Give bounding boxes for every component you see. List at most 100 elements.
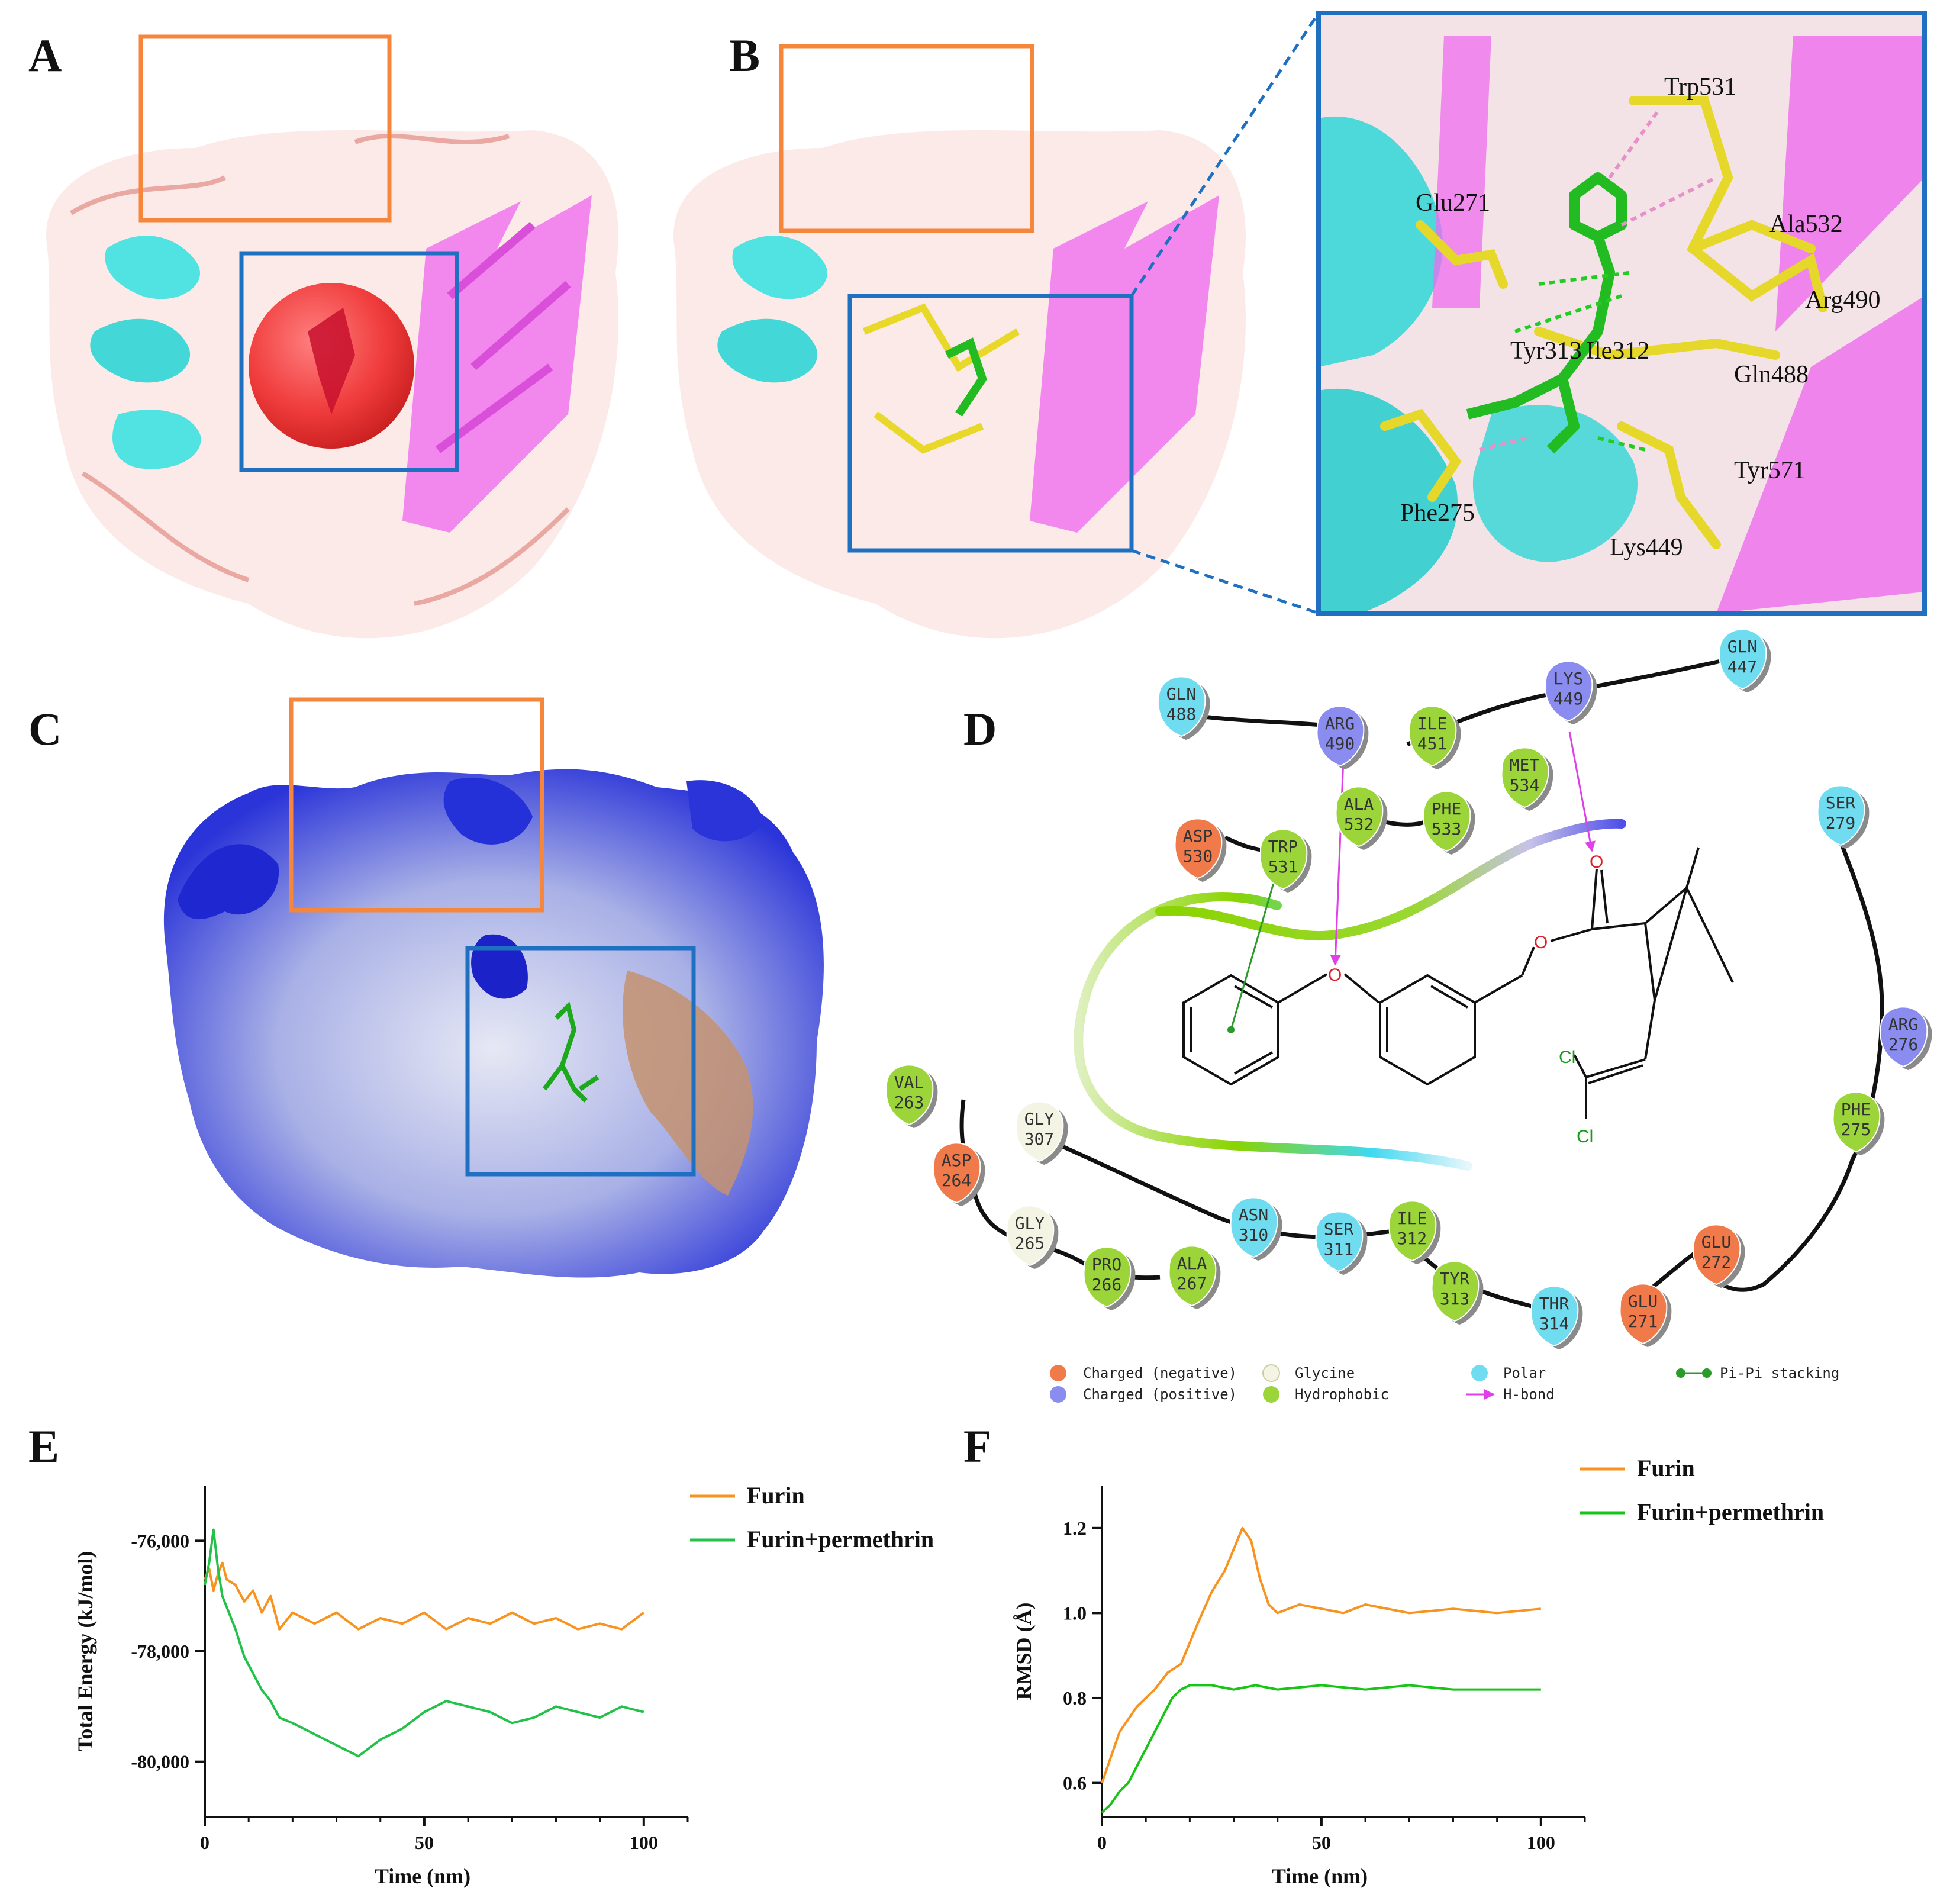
legend-charged-negative: Charged (negative)	[1083, 1365, 1237, 1381]
panel-d: D O O	[885, 629, 1932, 1403]
residue-number: 279	[1826, 813, 1856, 833]
residue-code: PHE	[1841, 1100, 1871, 1119]
panel-label-c: C	[28, 703, 62, 755]
residue-number: 449	[1553, 689, 1584, 708]
residue-number: 533	[1432, 819, 1462, 839]
residue-label-glu271: Glu271	[1416, 189, 1490, 217]
legend-charged-positive: Charged (positive)	[1083, 1386, 1237, 1403]
residue-code: GLU	[1701, 1232, 1732, 1252]
residue-label-phe275: Phe275	[1400, 500, 1475, 527]
x-tick-label: 0	[1097, 1832, 1107, 1853]
atom-cl-1: Cl	[1559, 1048, 1575, 1067]
residue-code: TRP	[1268, 837, 1298, 856]
y-axis-title: Total Energy (kJ/mol)	[73, 1551, 97, 1752]
residue-number: 271	[1628, 1312, 1658, 1331]
pocket-ribbon-upper	[1155, 819, 1626, 941]
residue-number: 311	[1324, 1239, 1354, 1259]
zoom-connector-top	[1130, 12, 1320, 297]
residue-label-tyr571: Tyr571	[1734, 457, 1806, 484]
orange-box-b	[779, 44, 1034, 233]
residue-number: 310	[1239, 1225, 1269, 1245]
x-axis-title: Time (nm)	[375, 1864, 470, 1888]
y-axis-title: RMSD (Å)	[1012, 1603, 1036, 1700]
panel-label-f: F	[963, 1420, 992, 1472]
pi-pi-contact	[1230, 874, 1277, 1030]
residue-code: ILE	[1417, 714, 1448, 733]
residue-number: 267	[1177, 1274, 1207, 1293]
interaction-legend: Charged (negative) Charged (positive) Gl…	[1050, 1364, 1839, 1403]
residue-number: 266	[1092, 1275, 1122, 1294]
residue-number: 488	[1166, 704, 1197, 724]
residue-code: ALA	[1177, 1254, 1207, 1273]
residue-number: 530	[1183, 846, 1213, 866]
panel-label-e: E	[28, 1420, 59, 1472]
panel-label-d: D	[963, 703, 997, 755]
protein-cartoon-b	[673, 130, 1246, 639]
atom-o-ester: O	[1534, 933, 1548, 952]
pocket-ribbon-lower	[1074, 892, 1472, 1171]
legend-hydrophobic: Hydrophobic	[1295, 1386, 1389, 1403]
residue-label-ile312: Ile312	[1586, 337, 1649, 365]
residue-number: 265	[1015, 1233, 1045, 1253]
residue-code: GLY	[1024, 1109, 1055, 1129]
residue-label-tyr313: Tyr313	[1510, 337, 1582, 365]
residue-code: VAL	[894, 1072, 924, 1092]
residue-code: GLN	[1727, 637, 1758, 656]
zoom-connector-bottom	[1131, 549, 1319, 615]
residue-number: 451	[1417, 734, 1448, 753]
legend-label: Furin	[1637, 1455, 1695, 1481]
residue-number: 312	[1397, 1229, 1427, 1248]
residue-code: ILE	[1397, 1209, 1427, 1228]
residue-code: SER	[1324, 1219, 1354, 1239]
atom-o-carbonyl: O	[1590, 852, 1603, 872]
residue-label-arg490: Arg490	[1805, 286, 1881, 314]
residue-code: ASP	[1183, 826, 1213, 846]
residue-number: 264	[942, 1171, 972, 1190]
residue-code: ARG	[1888, 1014, 1919, 1034]
atom-cl-2: Cl	[1577, 1127, 1593, 1146]
residue-code: PRO	[1092, 1255, 1122, 1274]
residue-number: 307	[1024, 1129, 1055, 1149]
legend-label: Furin+permethrin	[1637, 1499, 1824, 1525]
x-tick-label: 0	[200, 1832, 209, 1853]
x-tick-label: 50	[415, 1832, 434, 1853]
residue-code: ASP	[942, 1151, 972, 1170]
y-tick-label: -76,000	[131, 1530, 189, 1551]
legend-label: Furin	[747, 1482, 805, 1509]
residue-code: ALA	[1344, 794, 1374, 814]
residue-label-gln488: Gln488	[1734, 361, 1809, 388]
blue-box-c	[465, 946, 696, 1177]
series-line-1	[1101, 1684, 1541, 1814]
residue-label-lys449: Lys449	[1610, 534, 1683, 561]
residue-number: 263	[894, 1093, 924, 1112]
series-line-0	[1101, 1526, 1541, 1784]
residue-code: GLN	[1166, 684, 1197, 704]
residue-label-ala532: Ala532	[1769, 211, 1843, 238]
legend-hbond: H-bond	[1503, 1386, 1555, 1403]
legend-glycine: Glycine	[1295, 1365, 1355, 1381]
blue-box-a	[239, 251, 459, 472]
y-tick-label: 0.6	[1063, 1773, 1087, 1794]
legend-label: Furin+permethrin	[747, 1526, 934, 1552]
